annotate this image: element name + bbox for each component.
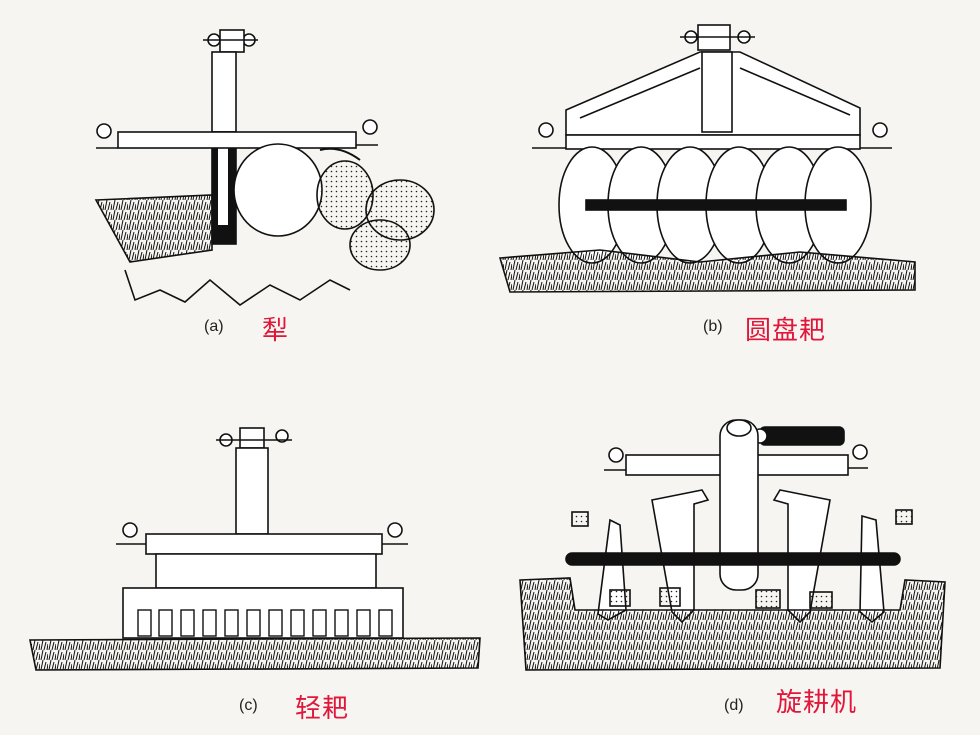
- rotary-tiller-drawing: [519, 419, 946, 671]
- panel-a-letter: (a): [204, 318, 224, 335]
- light-harrow-drawing: [29, 427, 481, 671]
- disc-harrow-drawing: [498, 24, 916, 293]
- panel-a-label: 犁: [262, 316, 290, 346]
- panel-b-label: 圆盘耙: [745, 316, 827, 346]
- panel-c-letter: (c): [239, 697, 258, 714]
- plow-drawing: [94, 29, 435, 306]
- panel-d-label: 旋耕机: [776, 688, 858, 718]
- panel-c-label: 轻耙: [295, 694, 350, 724]
- panel-d-letter: (d): [724, 697, 744, 714]
- panel-b-letter: (b): [703, 318, 723, 335]
